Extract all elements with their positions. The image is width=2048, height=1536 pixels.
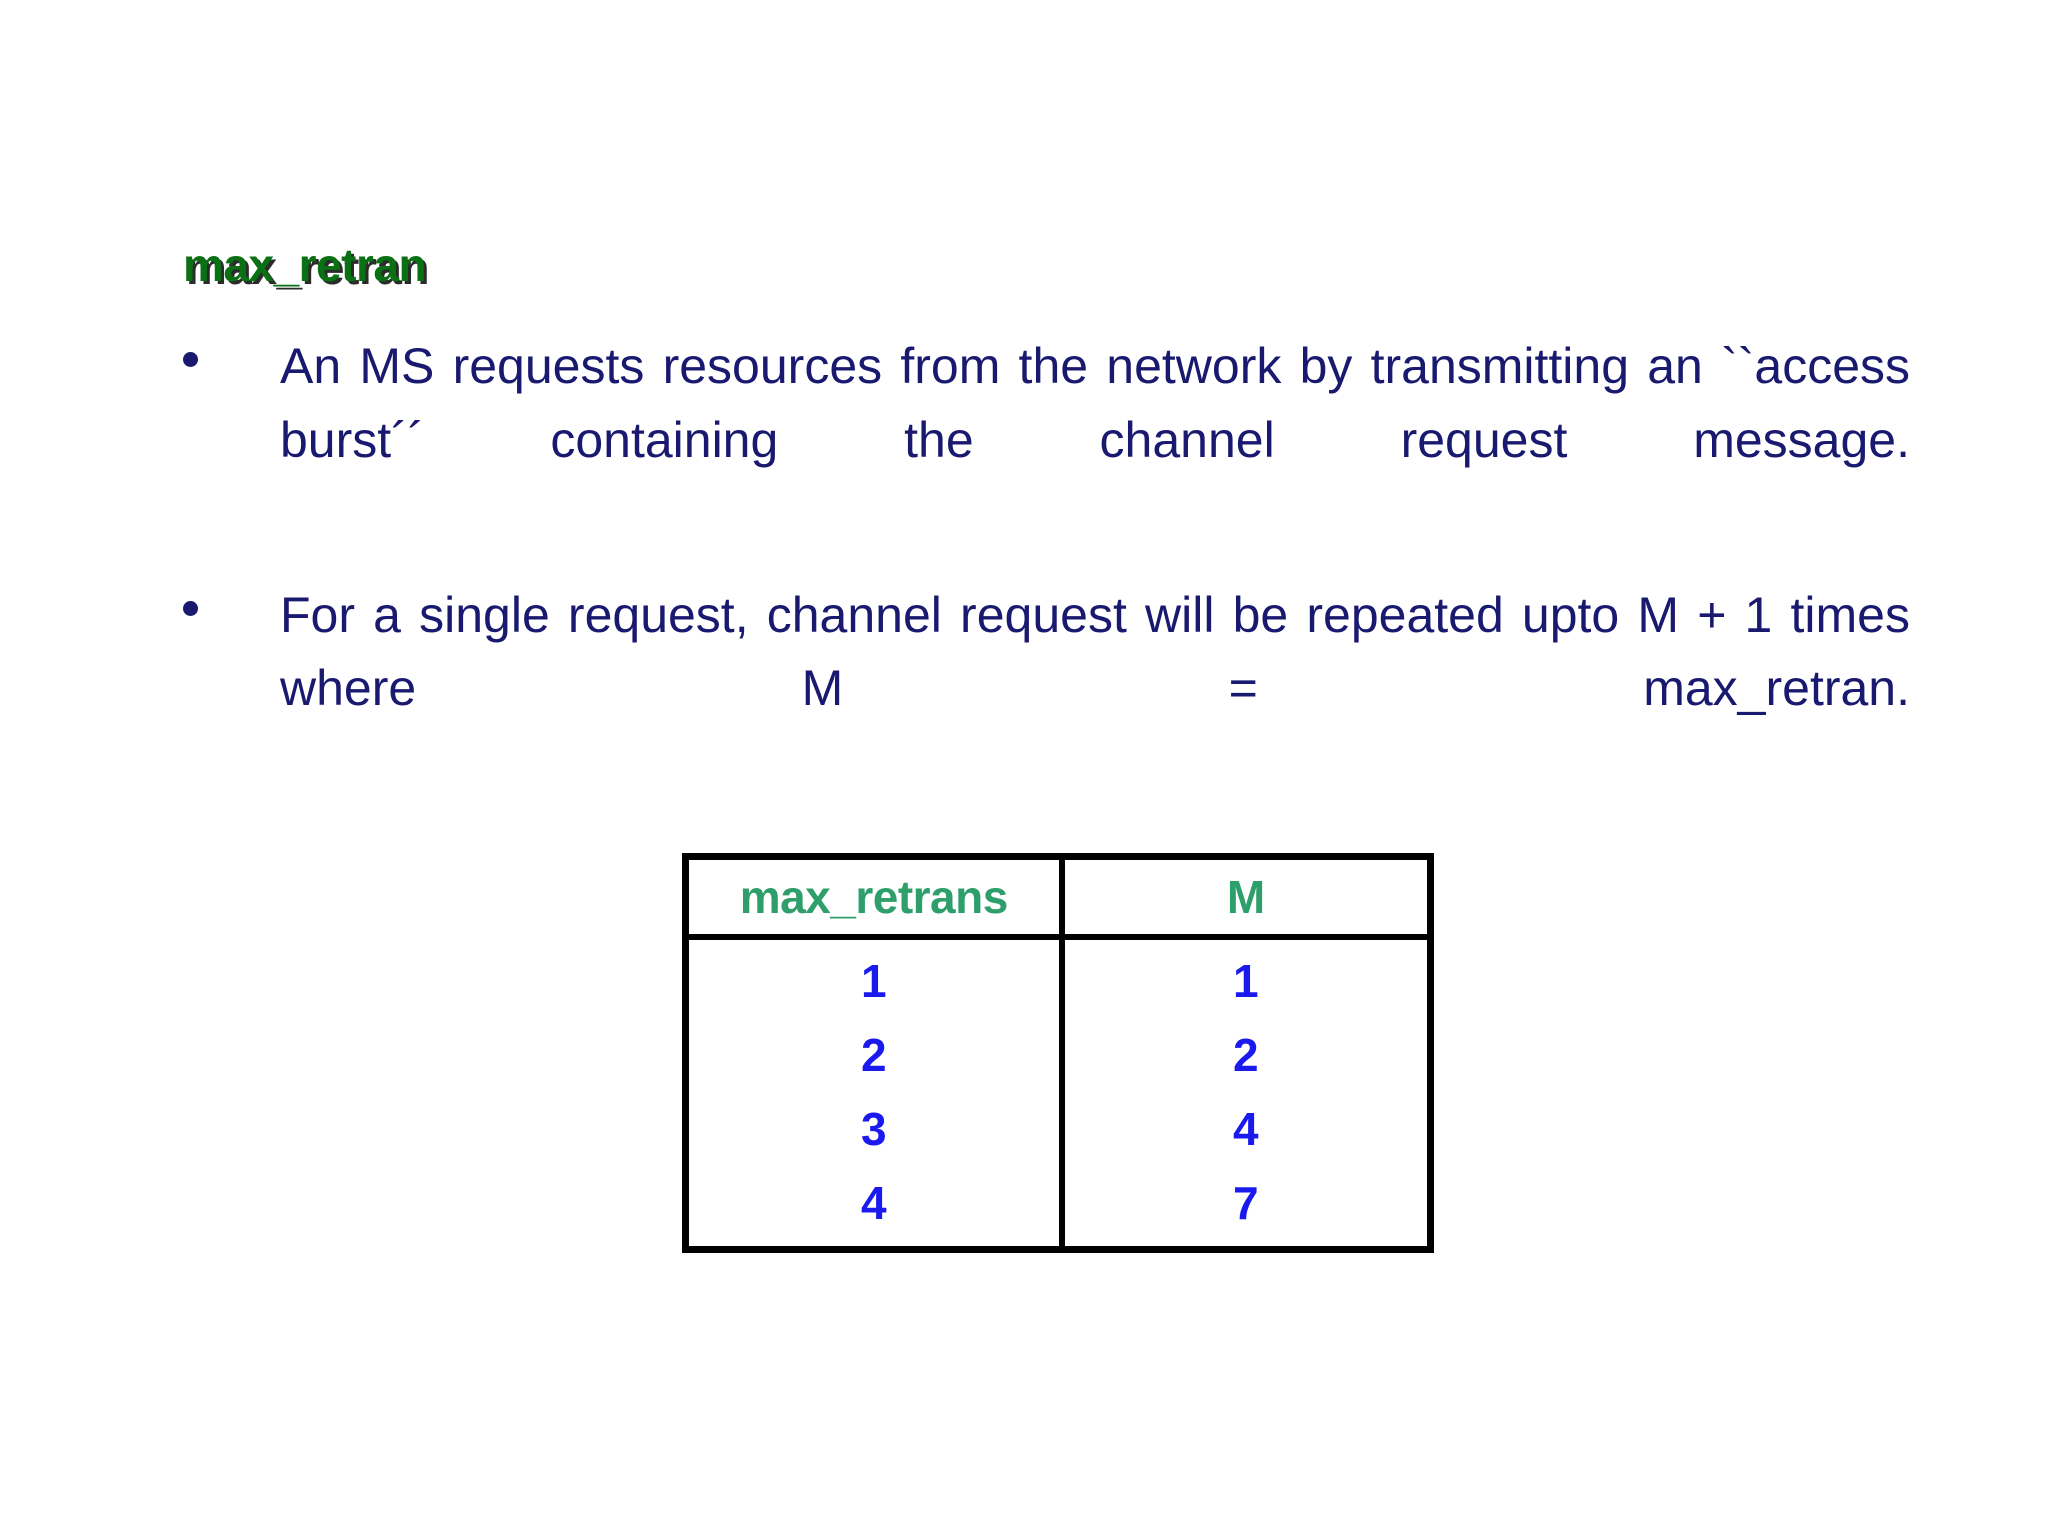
- bullet-list: An MS requests resources from the networ…: [175, 330, 1910, 827]
- table-row: 2 2: [685, 1018, 1431, 1092]
- table-header-row: max_retrans M: [685, 856, 1431, 940]
- column-header-max-retrans: max_retrans: [685, 856, 1062, 940]
- cell-m: 4: [1058, 1092, 1431, 1166]
- bullet-text: For a single request, channel request wi…: [280, 586, 1910, 717]
- cell-max-retrans: 1: [685, 937, 1062, 1018]
- bullet-text: An MS requests resources from the networ…: [280, 338, 1910, 468]
- bullet-dot-icon: [183, 600, 198, 616]
- cell-m: 1: [1058, 937, 1431, 1018]
- list-item: An MS requests resources from the networ…: [175, 330, 1910, 551]
- cell-m: 2: [1058, 1018, 1431, 1092]
- bullet-dot-icon: [183, 352, 198, 367]
- list-item: For a single request, channel request wi…: [175, 579, 1910, 800]
- cell-max-retrans: 4: [685, 1166, 1062, 1250]
- table-row: 4 7: [685, 1166, 1431, 1250]
- page-title: max_retran: [183, 239, 427, 291]
- max-retrans-table: max_retrans M 1 1 2 2 3 4 4 7: [682, 853, 1434, 1253]
- cell-m: 7: [1058, 1166, 1431, 1250]
- cell-max-retrans: 3: [685, 1092, 1062, 1166]
- table-row: 1 1: [685, 937, 1431, 1018]
- column-header-m: M: [1058, 856, 1431, 940]
- cell-max-retrans: 2: [685, 1018, 1062, 1092]
- table-row: 3 4: [685, 1092, 1431, 1166]
